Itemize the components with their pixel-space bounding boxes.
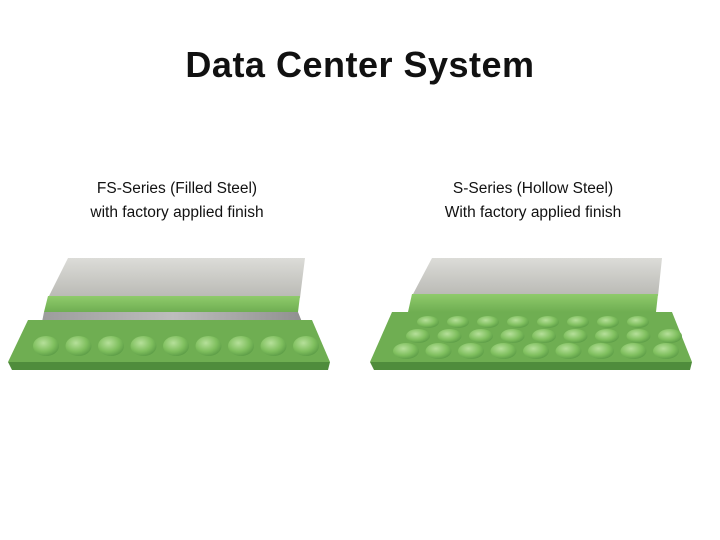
top-finish-surface: [48, 258, 305, 298]
tray-domes: [33, 336, 319, 356]
tray-dome: [406, 329, 430, 343]
tray-domes: [393, 316, 682, 359]
tray-dome: [393, 343, 419, 359]
tray-dome: [658, 329, 682, 343]
tray-dome: [228, 336, 254, 356]
tray-dome: [595, 329, 619, 343]
tray-dome: [567, 316, 589, 328]
s-series-panel-illustration: [370, 258, 692, 370]
tray-dome: [163, 336, 189, 356]
edge-band: [408, 294, 658, 312]
fs-series-finish: with factory applied finish: [90, 204, 264, 221]
tray-dome: [65, 336, 92, 356]
tray-dome: [620, 343, 647, 359]
fs-series-panel-illustration: [8, 258, 330, 370]
tray-dome: [588, 343, 614, 359]
tray-dome: [33, 336, 59, 356]
tray-dome: [293, 336, 319, 356]
tray-dome: [469, 329, 493, 343]
tray-dome: [437, 329, 462, 343]
tray-dome: [458, 343, 484, 359]
tray-dome: [626, 329, 651, 343]
tray-dome: [532, 329, 556, 343]
tray-dome: [490, 343, 517, 359]
tray-dome: [537, 316, 559, 328]
edge-band: [44, 296, 300, 312]
tray-dome: [653, 343, 679, 359]
tray-dome: [555, 343, 582, 359]
tray-dome: [98, 336, 124, 356]
top-finish-surface: [412, 258, 662, 296]
tray-dome: [417, 316, 439, 328]
s-series-name: S-Series (Hollow Steel): [452, 180, 614, 197]
fs-series-name: FS-Series (Filled Steel): [96, 180, 258, 197]
tray-dome: [627, 316, 649, 328]
tray-dome: [130, 336, 157, 356]
fs-series-caption: FS-Series (Filled Steel) with factory ap…: [27, 177, 327, 225]
tray-dome: [500, 329, 525, 343]
s-series-finish: With factory applied finish: [444, 204, 622, 221]
tray-dome: [195, 336, 222, 356]
tray-dome: [425, 343, 452, 359]
tray-dome: [597, 316, 619, 328]
tray-dome: [563, 329, 588, 343]
tray-dome: [477, 316, 499, 328]
s-series-caption: S-Series (Hollow Steel) With factory app…: [383, 177, 683, 225]
slide-title: Data Center System: [185, 44, 535, 85]
tray-dome: [523, 343, 549, 359]
tray-dome: [447, 316, 469, 328]
tray-dome: [260, 336, 287, 356]
tray-dome: [507, 316, 529, 328]
